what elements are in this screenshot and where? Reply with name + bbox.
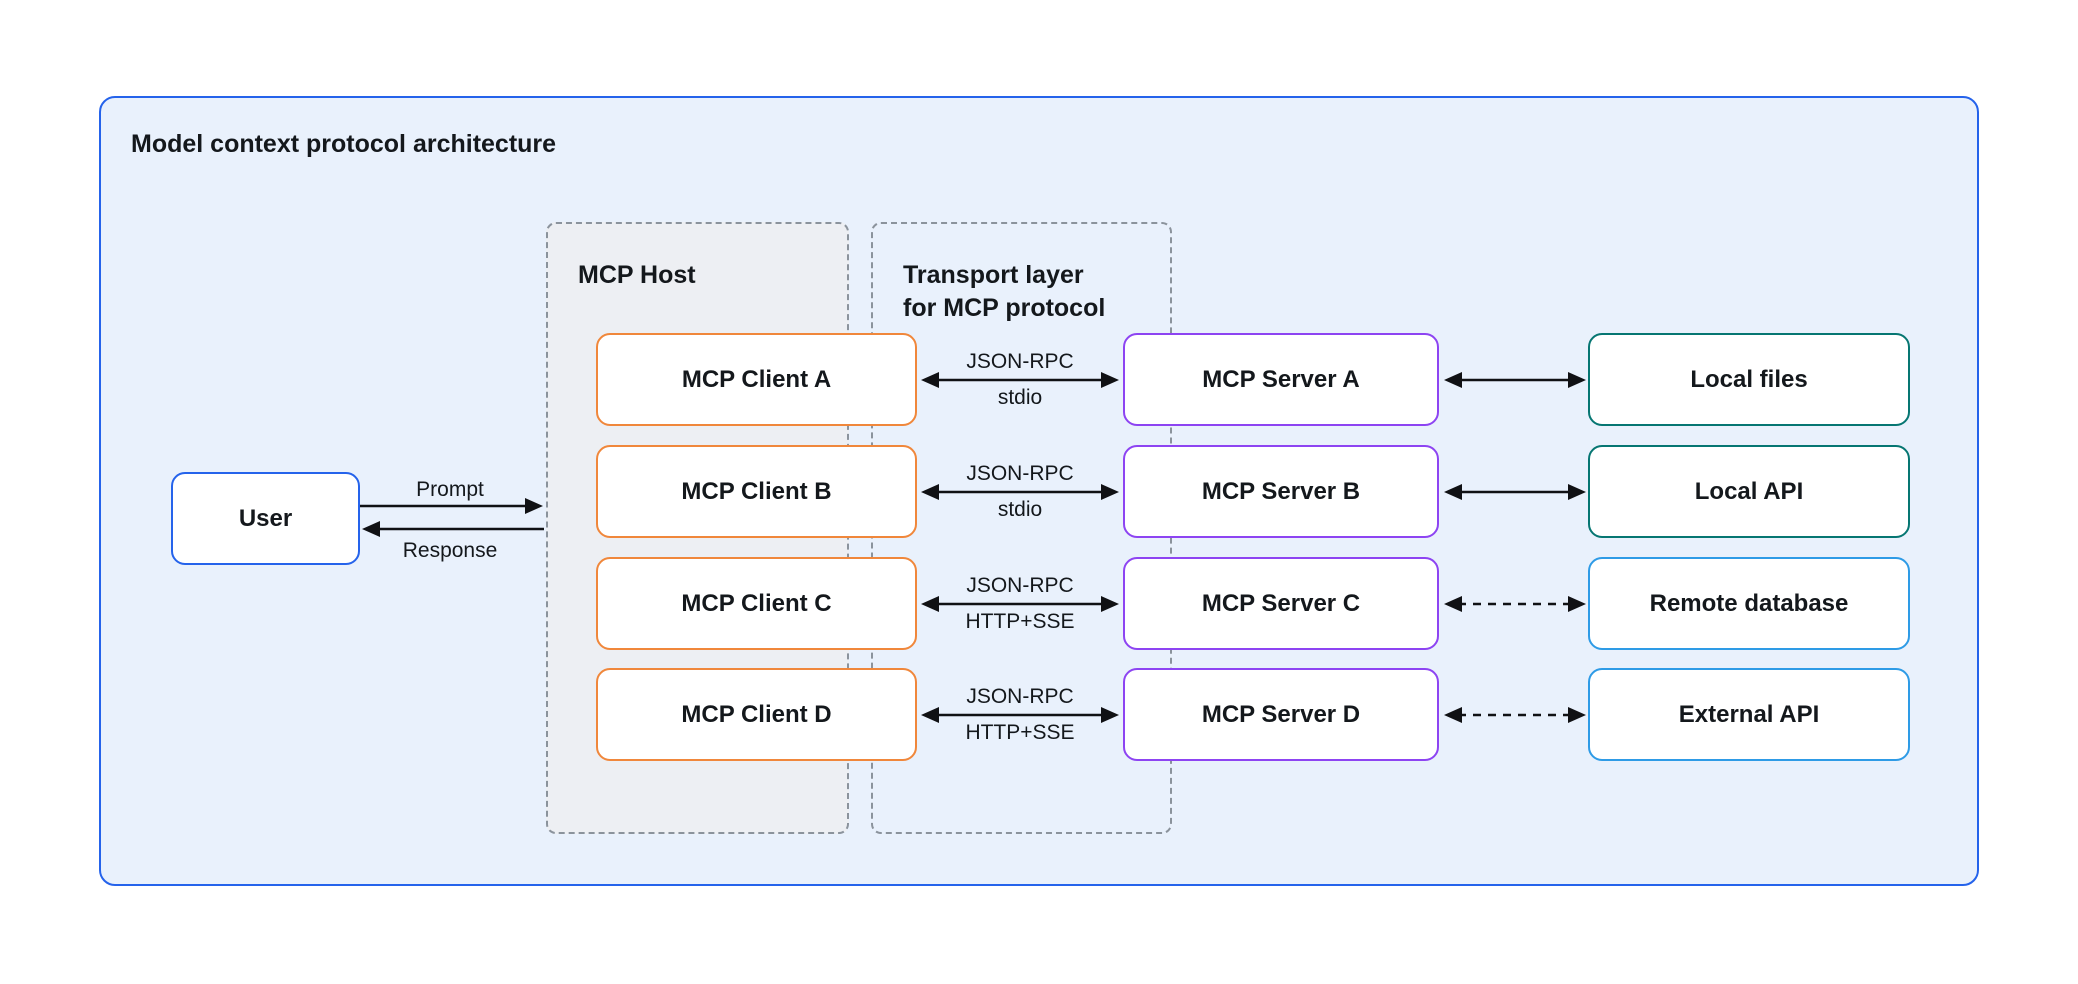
- mcp-client-c-label: MCP Client C: [681, 589, 832, 617]
- prompt-arrow-label: Prompt: [416, 478, 484, 501]
- mcp-client-a-node: MCP Client A: [596, 333, 917, 426]
- transport-type-label-a: stdio: [997, 386, 1043, 409]
- mcp-server-b-label: MCP Server B: [1201, 477, 1361, 505]
- local-files-label: Local files: [1690, 365, 1808, 393]
- mcp-host-label: MCP Host: [578, 261, 696, 289]
- transport-type-label-c: HTTP+SSE: [965, 610, 1075, 633]
- mcp-server-c-label: MCP Server C: [1201, 589, 1361, 617]
- external-api-node: External API: [1588, 668, 1910, 761]
- mcp-server-c-node: MCP Server C: [1123, 557, 1439, 650]
- mcp-server-a-label: MCP Server A: [1202, 365, 1360, 393]
- local-files-node: Local files: [1588, 333, 1910, 426]
- remote-database-node: Remote database: [1588, 557, 1910, 650]
- local-api-label: Local API: [1694, 477, 1804, 505]
- mcp-client-b-label: MCP Client B: [681, 477, 832, 505]
- response-arrow-label: Response: [402, 539, 498, 562]
- protocol-label-c: JSON-RPC: [966, 574, 1074, 597]
- protocol-label-a: JSON-RPC: [966, 350, 1074, 373]
- mcp-client-d-label: MCP Client D: [681, 700, 832, 728]
- transport-layer-label-line2: for MCP protocol: [903, 294, 1106, 322]
- mcp-server-d-label: MCP Server D: [1201, 700, 1361, 728]
- transport-layer-label: Transport layer for MCP protocol: [903, 259, 1105, 325]
- local-api-node: Local API: [1588, 445, 1910, 538]
- protocol-label-b: JSON-RPC: [966, 462, 1074, 485]
- external-api-label: External API: [1678, 700, 1820, 728]
- mcp-server-a-node: MCP Server A: [1123, 333, 1439, 426]
- protocol-label-d: JSON-RPC: [966, 685, 1074, 708]
- remote-database-label: Remote database: [1649, 589, 1849, 617]
- user-node: User: [171, 472, 360, 565]
- mcp-client-a-label: MCP Client A: [681, 365, 832, 393]
- transport-type-label-b: stdio: [997, 498, 1043, 521]
- diagram-title: Model context protocol architecture: [131, 130, 557, 158]
- mcp-client-c-node: MCP Client C: [596, 557, 917, 650]
- mcp-server-b-node: MCP Server B: [1123, 445, 1439, 538]
- transport-layer-label-line1: Transport layer: [903, 261, 1084, 289]
- user-node-label: User: [238, 504, 293, 532]
- mcp-client-b-node: MCP Client B: [596, 445, 917, 538]
- mcp-server-d-node: MCP Server D: [1123, 668, 1439, 761]
- mcp-client-d-node: MCP Client D: [596, 668, 917, 761]
- transport-type-label-d: HTTP+SSE: [965, 721, 1075, 744]
